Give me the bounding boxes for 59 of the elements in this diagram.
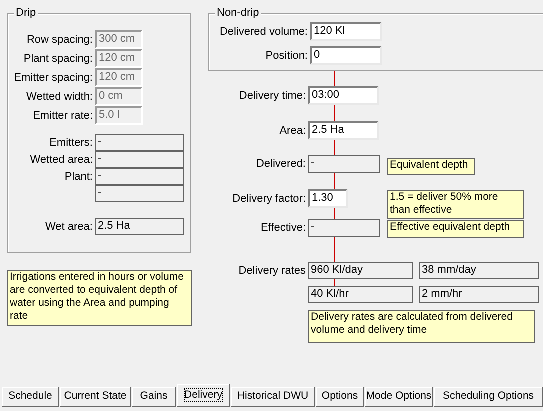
input-field: 5.0 l [95, 106, 143, 125]
input-field: 1.30 [308, 189, 348, 208]
tab: Schedule [2, 387, 59, 407]
note-box: Delivery rates are calculated from delivered volume and delivery time [308, 310, 535, 343]
field-label: Emitter rate: [32, 108, 93, 122]
connector-line [334, 104, 336, 122]
readout-field: - [308, 219, 380, 237]
field-label: Position: [264, 48, 308, 62]
connector-line [334, 140, 336, 156]
field-label: Emitter spacing: [13, 70, 93, 84]
group-heading: Non-drip [215, 6, 262, 20]
input-field: 120 cm [95, 68, 143, 87]
input-field: 0 [310, 46, 382, 65]
field-label: Delivered volume: [218, 24, 308, 38]
input-field: 120 Kl [310, 22, 382, 41]
tab: Options [316, 387, 364, 407]
readout-field: - [308, 155, 380, 173]
field-label: Delivery factor: [232, 192, 306, 206]
tab: Mode Options [365, 387, 433, 407]
note-box: 1.5 = deliver 50% more than effective [387, 190, 524, 219]
readout-field: - [95, 151, 184, 168]
readout-field: 960 Kl/day [308, 262, 413, 279]
field-label: Effective: [260, 221, 306, 235]
field-label: Wetted area: [29, 152, 93, 166]
readout-field: 2.5 Ha [95, 218, 184, 235]
connector-line [334, 172, 336, 190]
input-field: 120 cm [95, 49, 143, 68]
readout-field: 38 mm/day [419, 262, 539, 279]
readout-field: - [95, 134, 184, 151]
readout-field: 40 Kl/hr [308, 286, 413, 303]
readout-field: - [95, 168, 184, 185]
readout-field: 2 mm/hr [419, 286, 539, 303]
input-field: 300 cm [95, 30, 143, 49]
note-box: Effective equivalent depth [387, 220, 524, 238]
field-label: Wetted width: [26, 90, 93, 104]
connector-line [334, 278, 336, 286]
input-field: 0 cm [95, 87, 143, 106]
tab: Current State [60, 387, 131, 407]
field-label: Delivery time: [238, 88, 306, 102]
field-label: Delivered: [255, 157, 306, 171]
tab: Scheduling Options [434, 387, 543, 407]
connector-line [334, 236, 336, 262]
input-field: 03:00 [308, 86, 379, 105]
field-label: Area: [278, 124, 306, 138]
tab: Historical DWU [231, 387, 315, 407]
connector-line [334, 208, 336, 220]
input-field: 2.5 Ha [308, 121, 379, 140]
note-box: Irrigations entered in hours or volume are converted to equivalent depth of water using the Area and pumping rate [7, 270, 192, 326]
group-heading: Drip [14, 6, 38, 20]
field-label: Row spacing: [26, 32, 93, 46]
field-label: Plant: [64, 170, 93, 184]
field-label: Plant spacing: [22, 52, 93, 66]
field-label: Emitters: [48, 136, 93, 150]
note-box: Equivalent depth [387, 158, 475, 175]
readout-field: - [95, 185, 184, 202]
field-label: Wet area: [44, 220, 93, 234]
connector-line [334, 70, 336, 86]
tab: Delivery [177, 384, 230, 407]
tab: Gains [132, 387, 176, 407]
